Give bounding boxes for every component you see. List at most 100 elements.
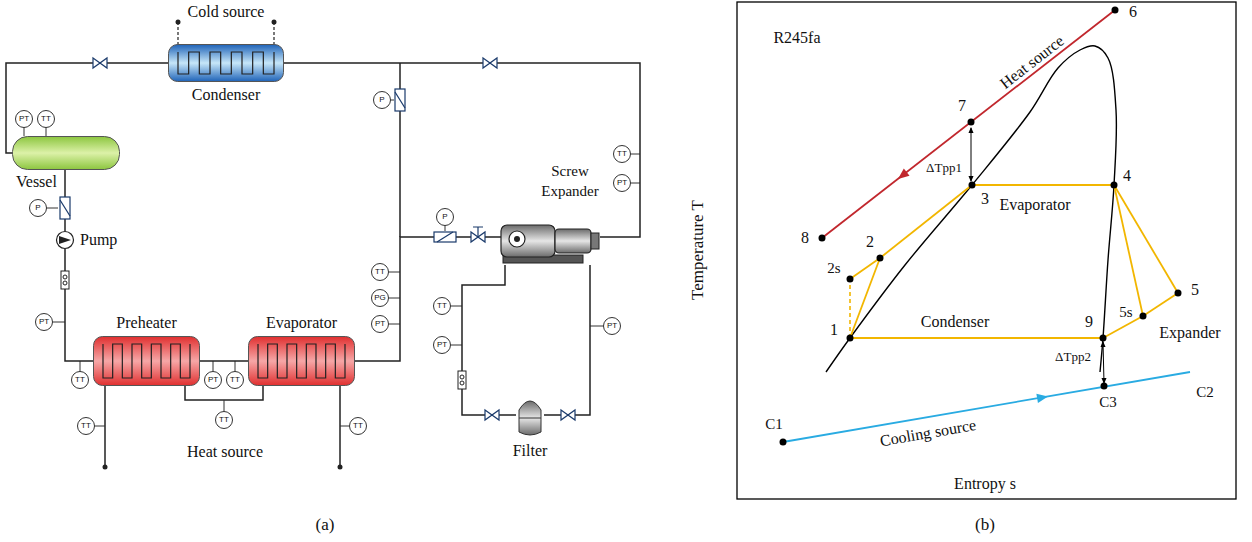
cycle-line <box>972 184 1114 186</box>
pump-symbol: Pump <box>56 231 74 249</box>
valve-symbol <box>561 410 575 420</box>
valve-body <box>561 410 575 420</box>
point-dot <box>1100 335 1107 342</box>
flow-meter <box>61 271 69 289</box>
instrument-tag: TT <box>437 302 447 310</box>
expander-port <box>514 236 520 242</box>
component-label: Vessel <box>16 173 57 191</box>
annotation-label: 2s <box>827 260 840 277</box>
instrument-circle: TT <box>77 417 95 435</box>
point-dot <box>847 335 854 342</box>
valve-handle <box>473 227 483 237</box>
cycle-line <box>850 258 880 338</box>
generator-end <box>591 233 599 249</box>
instrument-tag: TT <box>375 268 385 276</box>
valve-body <box>485 410 499 420</box>
point-dot <box>969 182 976 189</box>
annotation-label: C3 <box>1099 394 1117 411</box>
point-dot <box>176 20 181 25</box>
annotation-label: Condenser <box>921 313 989 331</box>
vessel-shell <box>13 137 120 170</box>
component-label: Pump <box>80 231 117 249</box>
instrument-circle: TT <box>613 145 631 163</box>
annotation-label: 7 <box>958 97 966 115</box>
component-shape <box>12 136 120 170</box>
instrument-tag: P <box>35 204 40 212</box>
valve-body <box>483 58 497 68</box>
point-dot <box>1112 7 1119 14</box>
instrument-circle: PT <box>204 371 222 389</box>
point-dot <box>968 119 975 126</box>
pipe-connector <box>355 237 495 361</box>
annotation-label: 3 <box>981 190 989 208</box>
cycle-line <box>1114 185 1178 293</box>
annotation-label: Cooling source <box>879 416 978 450</box>
pinch-arrow <box>1103 342 1104 383</box>
annotation-label: 5 <box>1191 281 1199 299</box>
instrument-tag: PG <box>374 294 386 302</box>
instrument-tag: TT <box>41 115 51 123</box>
pinch-arrow <box>971 128 972 181</box>
instrument-tag: TT <box>81 422 91 430</box>
annotation-label: Heat source <box>187 443 263 461</box>
arrow-head <box>1036 392 1048 403</box>
component-shape <box>516 394 544 438</box>
instrument-circle: PT <box>603 317 621 335</box>
heat-source-pipe <box>185 386 263 400</box>
condenser: Condenser <box>168 44 284 82</box>
expander-inlet <box>495 236 501 238</box>
annotation-label: 6 <box>1129 3 1137 21</box>
pipe-connector <box>65 249 93 361</box>
instrument-circle: TT <box>37 110 55 128</box>
control-valve <box>395 89 405 111</box>
component-label: Evaporator <box>266 314 337 332</box>
meter-body <box>458 371 466 389</box>
annotation-label: Expander <box>1159 324 1220 342</box>
preheater: Preheater <box>93 336 200 386</box>
component-label: Condenser <box>192 86 260 104</box>
instrument-circle: P <box>29 199 47 217</box>
instrument-circle: TT <box>433 297 451 315</box>
valve-symbol <box>471 227 485 242</box>
pump-casing <box>57 232 74 249</box>
instrument-tag: P <box>442 213 447 221</box>
meter-rotor <box>460 375 464 379</box>
point-dot <box>877 255 884 262</box>
arrow-head <box>1100 341 1105 347</box>
instrument-tag: P <box>379 96 384 104</box>
annotation-label: Entropy s <box>954 475 1016 493</box>
exchanger-shell <box>169 45 284 82</box>
valve-slash <box>60 200 70 216</box>
annotation-label: Temperature T <box>689 200 708 300</box>
instrument-tag: PT <box>437 341 447 349</box>
coil-tube <box>258 344 345 378</box>
cycle-line <box>1143 293 1178 316</box>
valve-slash <box>437 232 453 242</box>
component-shape <box>248 336 355 386</box>
annotation-label: ΔTpp1 <box>926 161 962 175</box>
component-label: Preheater <box>116 314 176 332</box>
cycle-line <box>1114 185 1143 316</box>
schematic-lines <box>24 20 640 470</box>
pipe-connector <box>544 265 590 415</box>
saturation-dome <box>826 46 1116 372</box>
component-shape <box>495 215 600 265</box>
instrument-circle: PT <box>613 174 631 192</box>
instrument-circle: P <box>373 91 391 109</box>
pump-triangle <box>59 236 71 244</box>
point-dot <box>780 439 787 446</box>
point-dot <box>819 235 826 242</box>
filter-band <box>519 418 541 419</box>
valve-body <box>93 58 107 68</box>
filter-body <box>519 401 541 435</box>
point-dot <box>338 465 343 470</box>
valve-slash <box>395 92 405 108</box>
annotation-label: (a) <box>316 516 335 535</box>
annotation-label: C1 <box>765 416 783 433</box>
flow-meter <box>458 371 466 389</box>
point-dot <box>103 465 108 470</box>
valve-symbol <box>483 58 497 68</box>
annotation-label: 5s <box>1119 304 1132 321</box>
cycle-line <box>880 185 972 258</box>
arrow-head <box>968 127 973 133</box>
